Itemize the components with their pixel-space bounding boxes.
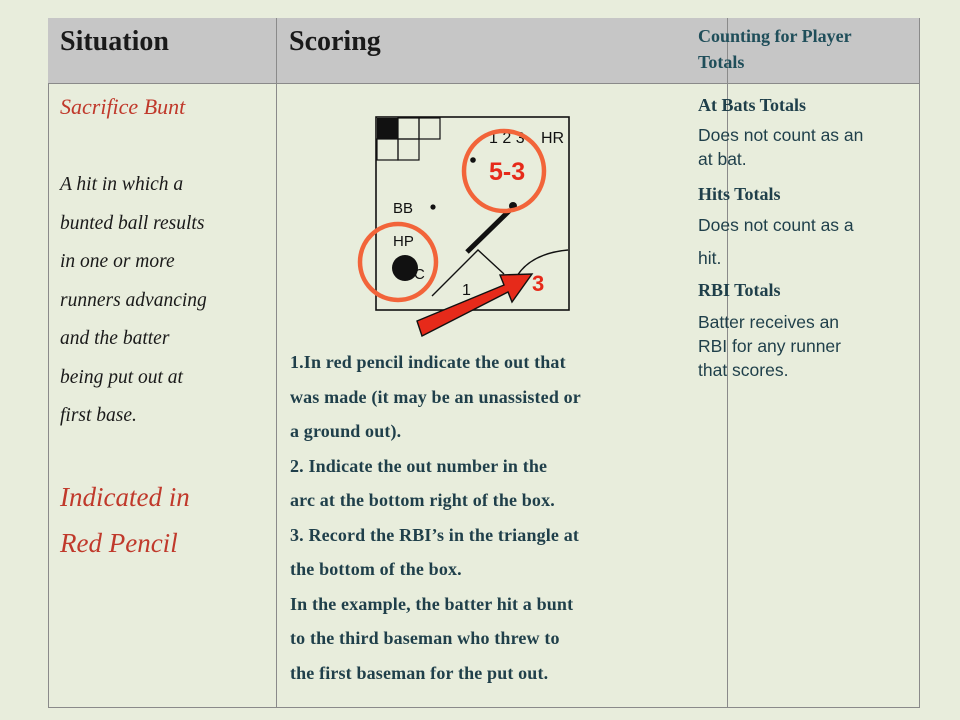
step-line: 3. Record the RBI’s in the triangle at	[290, 524, 579, 545]
header-situation: Situation	[48, 18, 277, 84]
arrow-icon	[416, 273, 534, 337]
rbi-line: that scores.	[698, 360, 789, 380]
ball-box	[397, 117, 420, 140]
rbi-number: 3	[532, 271, 544, 296]
step-line: In the example, the batter hit a bunt	[290, 593, 574, 614]
strike-box	[397, 138, 420, 161]
rbi-triangle	[431, 249, 505, 297]
indicated-line: Red Pencil	[60, 528, 178, 558]
column-divider	[727, 84, 728, 708]
indicated-red-pencil: Indicated in Red Pencil	[60, 474, 275, 566]
out-number: 1	[462, 282, 471, 299]
sac-filled-circle	[392, 255, 418, 281]
description-line: A hit in which a	[60, 174, 184, 195]
rbi-text: Batter receives an RBI for any runner th…	[698, 310, 910, 382]
bb-label: BB	[393, 200, 413, 217]
hits-line: Does not count as a	[698, 215, 854, 235]
play-highlight-circle	[461, 128, 547, 214]
step-line: arc at the bottom right of the box.	[290, 490, 555, 510]
rbi-heading: RBI Totals	[698, 280, 781, 300]
hr-label: HR	[541, 130, 564, 147]
hp-label: HP	[393, 233, 414, 250]
ball-box-filled	[377, 118, 398, 139]
at-bats-text: Does not count as an at bat.	[698, 123, 910, 171]
step-line: the first baseman for the put out.	[290, 662, 549, 683]
step-line: 2. Indicate the out number in the	[290, 455, 548, 476]
hits-heading: Hits Totals	[698, 184, 781, 204]
situation-description: A hit in which a bunted ball results in …	[60, 166, 275, 436]
rbi-line: Batter receives an	[698, 312, 840, 332]
header-scoring: Scoring	[277, 18, 728, 84]
sac-highlight-circle	[357, 221, 439, 303]
dot-marker	[470, 157, 476, 163]
ball-box	[418, 117, 441, 140]
at-bats-heading: At Bats Totals	[698, 95, 807, 115]
scoring-steps: 1.In red pencil indicate the out that wa…	[290, 345, 680, 690]
rbi-line: RBI for any runner	[698, 336, 841, 356]
description-line: first base.	[60, 405, 137, 426]
indicated-line: Indicated in	[60, 482, 190, 512]
column-divider	[276, 84, 277, 708]
description-line: and the batter	[60, 328, 170, 349]
header-situation-label: Situation	[60, 26, 169, 57]
hit-line	[465, 208, 512, 254]
strike-box	[376, 138, 399, 161]
step-line: 1.In red pencil indicate the out that	[290, 352, 566, 372]
description-line: bunted ball results	[60, 212, 205, 234]
description-line: being put out at	[60, 366, 183, 388]
sac-label: C	[414, 266, 425, 283]
dot-marker	[430, 204, 436, 210]
description-line: runners advancing	[60, 289, 207, 311]
player-totals: At Bats Totals Does not count as an at b…	[698, 90, 910, 388]
header-counting-text: Counting for Player Totals	[698, 26, 852, 72]
situation-title: Sacrifice Bunt	[60, 94, 186, 119]
hits-text: Does not count as a hit.	[698, 209, 910, 275]
header-counting: Counting for Player Totals	[698, 18, 919, 84]
at-bats-line: Does not count as an	[698, 125, 864, 145]
at-bats-line: at bat.	[698, 149, 747, 169]
description-line: in one or more	[60, 251, 175, 272]
header-scoring-label: Scoring	[289, 26, 381, 57]
hits-line: hit.	[698, 248, 722, 268]
step-line: was made (it may be an unassisted or	[290, 386, 581, 407]
step-line: to the third baseman who threw to	[290, 628, 560, 648]
step-line: the bottom of the box.	[290, 559, 462, 579]
play-label: 5-3	[489, 158, 525, 186]
step-line: a ground out).	[290, 421, 402, 441]
